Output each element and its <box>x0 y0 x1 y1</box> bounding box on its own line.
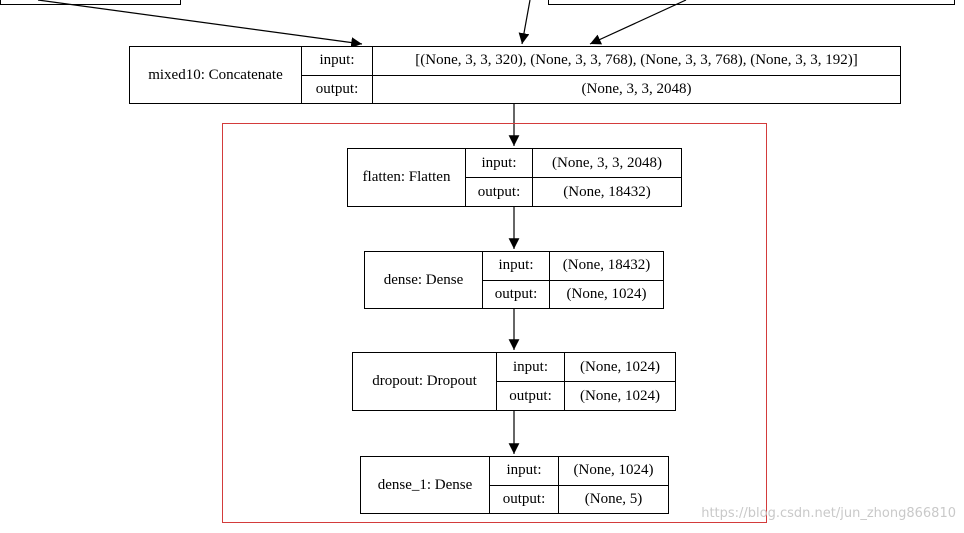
node-label: dropout: Dropout <box>353 353 497 410</box>
input-key: input: <box>497 353 565 381</box>
node-dense: dense: Dense input: (None, 18432) output… <box>364 251 664 309</box>
node-dense-1: dense_1: Dense input: (None, 1024) outpu… <box>360 456 669 514</box>
input-key: input: <box>466 149 533 177</box>
input-shape: (None, 1024) <box>573 462 654 479</box>
input-key: input: <box>302 47 373 75</box>
input-shape: (None, 18432) <box>562 257 651 274</box>
node-label: flatten: Flatten <box>348 149 466 206</box>
node-label: dense: Dense <box>365 252 483 308</box>
upstream-node-right <box>548 0 955 5</box>
input-shape: (None, 1024) <box>580 358 660 375</box>
output-shape: (None, 3, 3, 2048) <box>581 80 692 97</box>
input-key: input: <box>483 252 550 280</box>
node-flatten: flatten: Flatten input: (None, 3, 3, 204… <box>347 148 682 207</box>
input-key: input: <box>490 457 559 485</box>
node-mixed10: mixed10: Concatenate input: [(None, 3, 3… <box>129 46 901 104</box>
input-shape: (None, 3, 3, 2048) <box>552 154 662 171</box>
edge-mid-to-mixed10 <box>518 0 531 45</box>
output-shape: (None, 18432) <box>563 183 651 200</box>
node-label: mixed10: Concatenate <box>130 47 302 103</box>
upstream-node-left <box>0 0 181 5</box>
output-shape: (None, 5) <box>584 490 643 507</box>
node-dropout: dropout: Dropout input: (None, 1024) out… <box>352 352 676 411</box>
output-key: output: <box>497 382 565 410</box>
node-label: dense_1: Dense <box>361 457 490 513</box>
output-key: output: <box>490 485 559 513</box>
edge-right-to-mixed10 <box>589 0 687 45</box>
output-shape: (None, 1024) <box>580 387 660 404</box>
watermark: https://blog.csdn.net/jun_zhong866810 <box>701 506 956 521</box>
output-key: output: <box>483 280 550 308</box>
edge-left-to-mixed10 <box>37 0 363 48</box>
input-shape: [(None, 3, 3, 320), (None, 3, 3, 768), (… <box>415 52 858 69</box>
output-key: output: <box>302 75 373 103</box>
highlight-box <box>222 123 767 523</box>
output-shape: (None, 1024) <box>566 285 647 302</box>
output-key: output: <box>466 178 533 206</box>
